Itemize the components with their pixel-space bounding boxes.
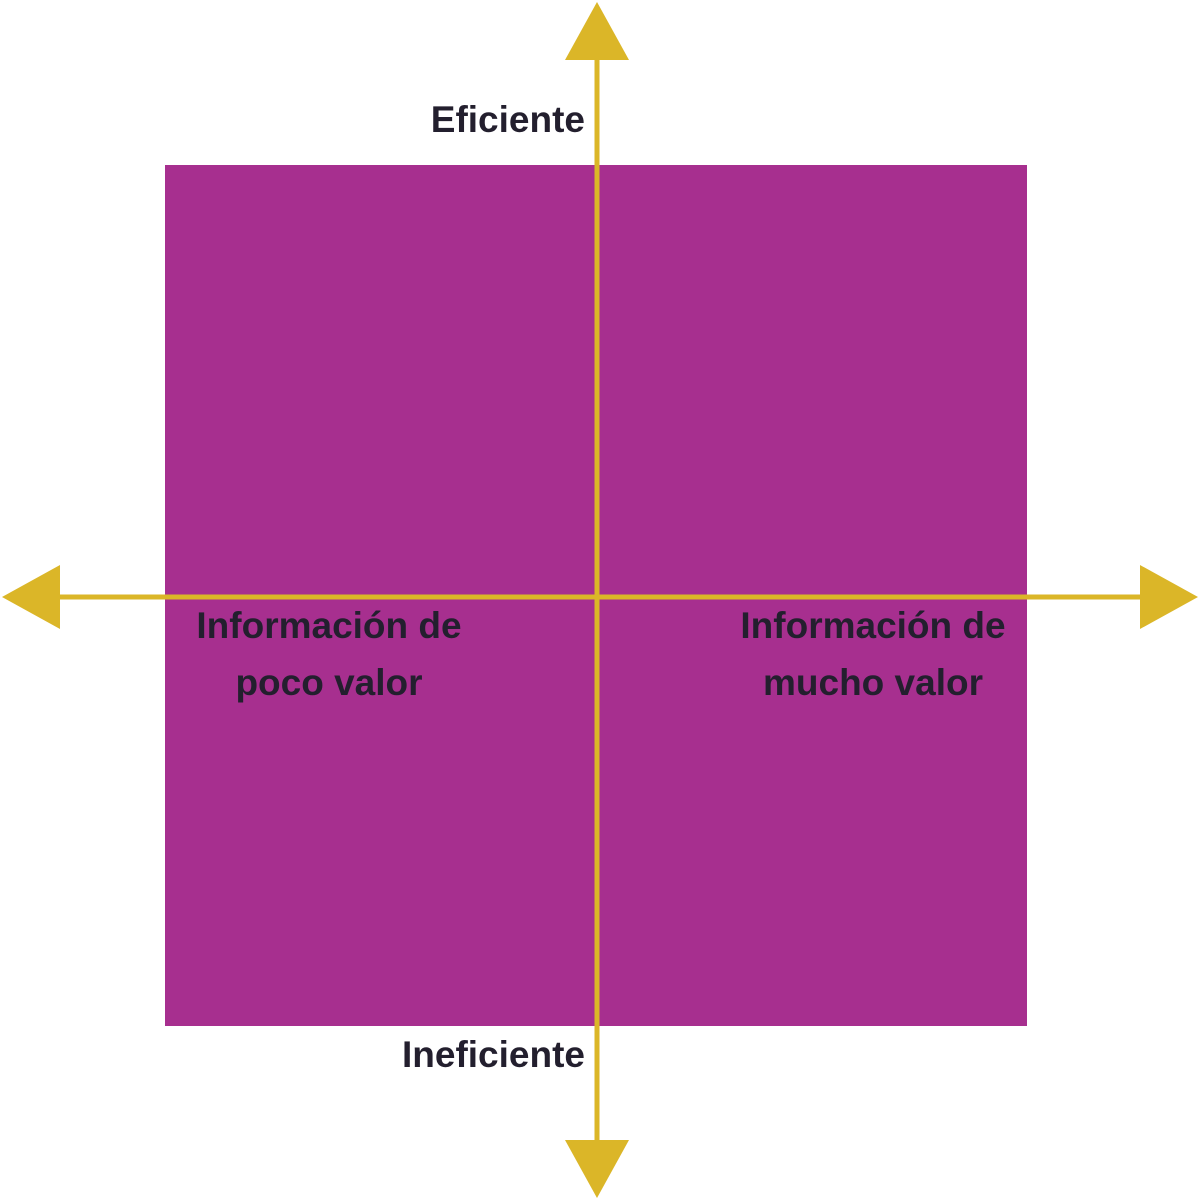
arrow-left-icon xyxy=(2,565,60,629)
arrow-right-icon xyxy=(1140,565,1198,629)
arrow-up-icon xyxy=(565,2,629,60)
axis-label-bottom: Ineficiente xyxy=(402,1034,585,1075)
axis-label-left-line1: Información de xyxy=(196,605,462,646)
axis-label-right-line2: mucho valor xyxy=(763,662,983,703)
axis-label-top: Eficiente xyxy=(430,99,585,140)
axis-label-right: Información de mucho valor xyxy=(708,597,1038,711)
axis-label-left: Información de poco valor xyxy=(165,597,493,711)
axis-label-right-line1: Información de xyxy=(740,605,1006,646)
axis-label-left-line2: poco valor xyxy=(235,662,423,703)
arrow-down-icon xyxy=(565,1140,629,1198)
